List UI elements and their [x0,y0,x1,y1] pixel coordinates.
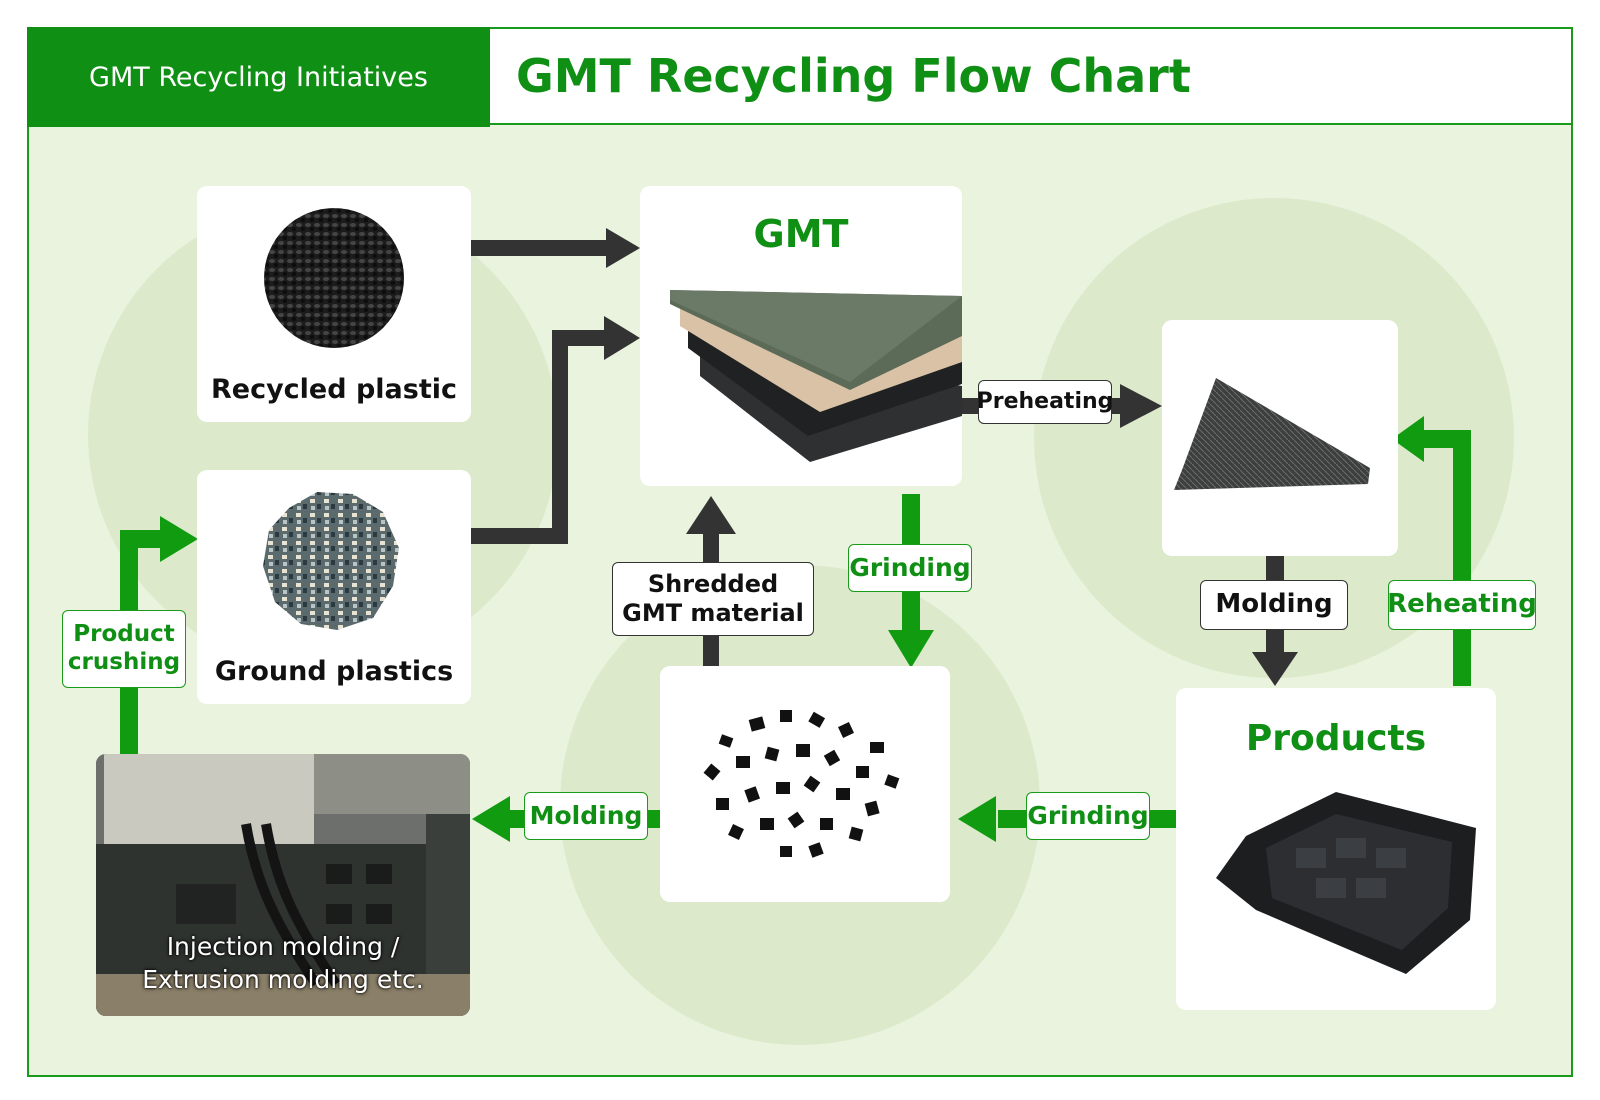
page-title: GMT Recycling Flow Chart [490,29,1571,125]
products-title: Products [1245,718,1427,759]
recycled-plastic-label: Recycled plastic [210,374,458,405]
product-crushing-label: Product crushing [62,610,186,688]
reheating-label: Reheating [1387,580,1537,630]
arrow-products-to-sheet [1392,416,1471,686]
grinding-top-text: Grinding [849,553,971,582]
arrow-recycled-to-gmt [470,228,640,268]
gmt-title: GMT [753,212,849,256]
products-card: Products [1176,688,1496,1010]
molding-right-text: Molding [1215,589,1333,620]
molding-right-label: Molding [1200,580,1348,630]
injection-machine-image [96,754,470,1016]
arrow-ground-to-gmt [470,316,640,544]
shredded-text-line1: Shredded [647,570,779,599]
molding-bottom-label: Molding [524,792,648,840]
recycled-plastic-pellets-image [264,208,404,348]
shredded-text-line2: GMT material [622,599,804,627]
product-crushing-line1: Product [73,621,175,648]
ground-plastics-card: Ground plastics [197,470,471,704]
product-tray-image [1216,792,1476,974]
grinding-bottom-label: Grinding [1026,792,1150,840]
ground-plastics-image [263,492,399,630]
grinding-top-label: Grinding [848,544,972,592]
preheating-text: Preheating [976,388,1114,414]
heated-sheet-card [1162,320,1398,556]
machine-caption-line2: Extrusion molding etc. [142,964,424,994]
shredded-gmt-image [703,710,900,858]
grinding-bottom-text: Grinding [1027,801,1149,830]
section-label: GMT Recycling Initiatives [27,27,490,127]
gmt-card: GMT [640,186,962,486]
machine-caption-line1: Injection molding / [166,932,400,961]
product-crushing-line2: crushing [67,649,181,675]
reheating-text: Reheating [1387,589,1537,620]
ground-plastics-label: Ground plastics [214,656,454,687]
recycled-plastic-card: Recycled plastic [197,186,471,422]
preheating-label: Preheating [976,380,1114,424]
injection-machine-photo: Injection molding / Extrusion molding et… [96,754,470,1016]
molding-bottom-text: Molding [529,801,643,830]
shredded-gmt-label: Shredded GMT material [612,562,814,636]
gmt-sheets-image [670,290,962,462]
heated-sheet-image [1174,378,1370,490]
shredded-card [660,666,950,902]
machine-caption: Injection molding / Extrusion molding et… [96,931,470,996]
